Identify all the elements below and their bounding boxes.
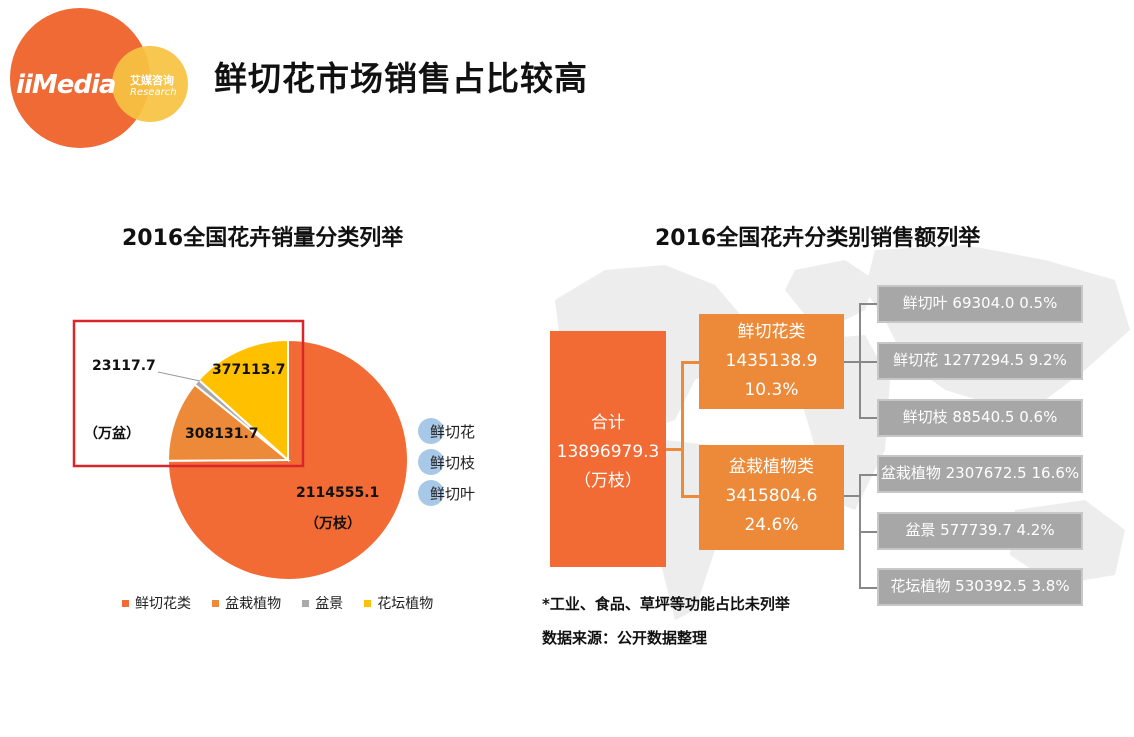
pie-value-label-bonsai: 23117.7: [92, 358, 156, 374]
connector-line: [859, 474, 877, 476]
legend-swatch: [364, 599, 372, 607]
pie-value-label-flowerbed: 377113.7: [212, 362, 286, 378]
total-label: 合计: [591, 413, 625, 433]
pie-leader-line: [157, 371, 201, 382]
connector-line: [844, 495, 860, 497]
group-share: 10.3%: [744, 380, 799, 400]
right-chart-title: 2016全国花卉分类别销售额列举: [655, 226, 981, 251]
connector-line: [859, 417, 877, 419]
connector-line: [859, 587, 877, 589]
pie-legend: 鲜切花类 盆栽植物 盆景 花坛植物: [122, 593, 449, 613]
bubble-icon: [418, 418, 444, 444]
group-name: 鲜切花类: [737, 322, 806, 342]
group-value: 1435138.9: [725, 351, 818, 371]
logo-brand-en: Research: [130, 87, 177, 98]
group-name: 盆栽植物类: [729, 457, 814, 477]
legend-item-fresh: 鲜切花类: [122, 593, 191, 613]
legend-item-potted: 盆栽植物: [212, 593, 281, 613]
connector-line: [681, 361, 699, 364]
pie-slice-flowerbed: [197, 338, 289, 463]
page-title: 鲜切花市场销售占比较高: [214, 59, 588, 98]
group-box-potted: 盆栽植物类 3415804.6 24.6%: [699, 445, 844, 550]
legend-swatch: [302, 599, 310, 607]
connector-line: [681, 495, 699, 498]
connector-line: [859, 303, 877, 305]
total-value: 13896979.3: [556, 442, 660, 462]
leaf-box-fresh-leaf: 鲜切叶 69304.0 0.5%: [877, 285, 1083, 323]
group-box-fresh: 鲜切花类 1435138.9 10.3%: [699, 314, 844, 409]
left-chart-title: 2016全国花卉销量分类列举: [122, 226, 404, 251]
connector-line: [681, 362, 684, 497]
bubble-icon: [418, 480, 444, 506]
leaf-box-flowerbed: 花坛植物 530392.5 3.8%: [877, 568, 1083, 606]
logo-brand-cn: 艾媒咨询: [130, 74, 174, 87]
legend-item-flowerbed: 花坛植物: [364, 593, 433, 613]
pie-value-label-fresh: 2114555.1: [296, 485, 380, 501]
total-unit: （万枝）: [574, 471, 642, 491]
legend-swatch: [122, 599, 129, 607]
pie-slice-potted: [167, 383, 291, 462]
pie-unit-label-pots: （万盆）: [84, 426, 140, 442]
data-source: 数据来源：公开数据整理: [542, 629, 708, 647]
leaf-box-bonsai: 盆景 577739.7 4.2%: [877, 512, 1083, 550]
footnote: *工业、食品、草坪等功能占比未列举: [542, 595, 790, 613]
pie-unit-label-stems: （万枝）: [305, 516, 361, 532]
leaf-box-potted: 盆栽植物 2307672.5 16.6%: [877, 455, 1083, 493]
logo-circle-small: [112, 46, 188, 122]
connector-line: [859, 531, 877, 533]
connector-line: [844, 361, 860, 363]
total-box: 合计 13896979.3 （万枝）: [550, 331, 666, 567]
pie-value-label-potted: 308131.7: [185, 426, 259, 442]
bubble-icon: [418, 449, 444, 475]
pie-slice-fresh: [166, 338, 409, 581]
group-share: 24.6%: [744, 515, 799, 535]
highlight-box: [72, 319, 305, 468]
connector-line: [859, 361, 877, 363]
connector-line: [666, 448, 682, 451]
leaf-box-fresh-branch: 鲜切枝 88540.5 0.6%: [877, 399, 1083, 437]
legend-item-bonsai: 盆景: [302, 593, 343, 613]
leaf-box-fresh-flower: 鲜切花 1277294.5 9.2%: [877, 342, 1083, 380]
logo-brand-text: iiMedia: [16, 70, 116, 100]
brand-logo: iiMedia 艾媒咨询 Research: [0, 0, 200, 160]
legend-swatch: [212, 599, 220, 607]
group-value: 3415804.6: [725, 486, 818, 506]
